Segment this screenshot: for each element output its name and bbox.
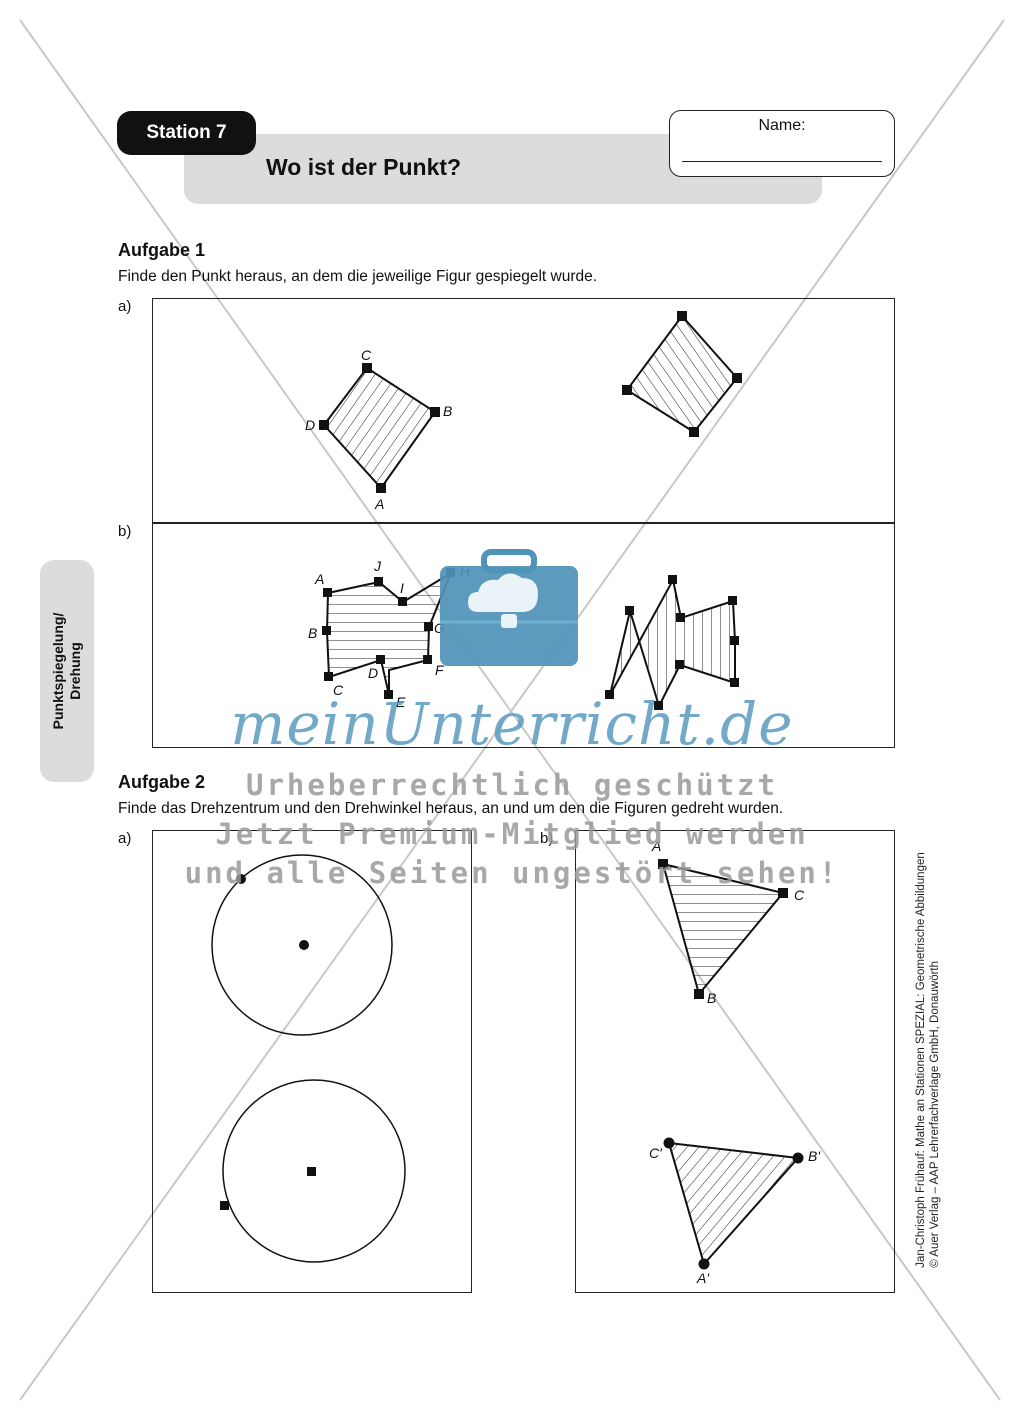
image-vertex-2 — [677, 311, 687, 321]
name-box: Name: — [669, 110, 895, 177]
station-label: Station 7 — [146, 122, 227, 143]
vertex-C — [362, 363, 372, 373]
vertex-B-prime — [792, 1152, 804, 1164]
vertex-B — [694, 989, 704, 999]
polygon-original — [325, 570, 454, 696]
label-E: E — [396, 694, 406, 710]
label-C: C — [361, 347, 372, 363]
task2-a-frame — [152, 830, 472, 1293]
station-badge: Station 7 — [117, 111, 256, 155]
task1-instruction: Finde den Punkt heraus, an dem die jewei… — [118, 268, 598, 285]
label-B: B — [443, 403, 452, 419]
credit-line2: © Auer Verlag – AAP Lehrerfachverlage Gm… — [929, 960, 941, 1268]
briefcase-cloud-icon — [440, 549, 578, 666]
vertex-A-prime — [698, 1258, 710, 1270]
task1-a-figures: A B C D — [305, 311, 742, 512]
label-B: B — [308, 625, 317, 641]
label-G: G — [434, 620, 445, 636]
task1-title: Aufgabe 1 — [118, 240, 206, 260]
watermark-line3: und alle Seiten ungestört sehen! — [184, 856, 840, 890]
quad-original — [322, 366, 437, 490]
vertex-C — [778, 888, 788, 898]
label-A: A — [374, 496, 384, 512]
watermark-line2: Jetzt Premium-Mitglied werden — [215, 817, 809, 851]
circle-bottom — [222, 1079, 406, 1263]
task2-title: Aufgabe 2 — [118, 772, 206, 792]
vertex-A — [376, 483, 386, 493]
task2-b-figures: A B C A' B' C' — [649, 838, 821, 1286]
vertex-D — [319, 420, 329, 430]
name-write-line[interactable] — [682, 161, 882, 162]
label-C: C — [333, 682, 344, 698]
task2-instruction: Finde das Drehzentrum und den Drehwinkel… — [118, 800, 784, 817]
label-A: A — [314, 571, 324, 587]
copyright-credit: Jan-Christoph Frühauf: Mathe an Statione… — [914, 852, 942, 1268]
watermark-logo: meinUnterricht.de — [230, 690, 794, 758]
task2-a-figures — [211, 854, 406, 1263]
task1-part-a-label: a) — [118, 298, 132, 315]
label-D: D — [368, 665, 378, 681]
circle-top — [211, 854, 393, 1036]
page-title: Wo ist der Punkt? — [266, 154, 462, 180]
name-label: Name: — [758, 117, 806, 134]
label-C: C — [794, 887, 805, 903]
label-F: F — [435, 662, 445, 678]
image-vertex-4 — [689, 427, 699, 437]
side-tab — [40, 560, 94, 782]
task1-part-b-label: b) — [118, 523, 132, 540]
polygon-image — [609, 577, 736, 709]
vertex-C-prime — [663, 1137, 675, 1149]
circle-bottom-point — [220, 1201, 229, 1210]
vertex-A — [658, 859, 668, 869]
circle-top-center — [299, 940, 309, 950]
circle-top-point — [236, 874, 246, 884]
watermark-line1: Urheberrechtlich geschützt — [246, 768, 778, 802]
label-B: B — [707, 990, 716, 1006]
label-C-prime: C' — [649, 1145, 663, 1161]
triangle-original — [661, 862, 785, 997]
quad-image — [625, 314, 739, 434]
label-A: A — [651, 838, 661, 854]
task1-a-frame: A B C D — [152, 298, 895, 524]
circle-bottom-center — [307, 1167, 316, 1176]
task2-part-a-label: a) — [118, 830, 132, 847]
image-vertex-3 — [732, 373, 742, 383]
image-vertex-1 — [622, 385, 632, 395]
task2-b-frame: A B C A' B' C' — [575, 830, 895, 1293]
vertex-B — [430, 407, 440, 417]
label-A-prime: A' — [696, 1270, 710, 1286]
label-J: J — [373, 558, 382, 574]
credit-line1: Jan-Christoph Frühauf: Mathe an Statione… — [915, 852, 927, 1268]
label-I: I — [400, 580, 404, 596]
task2-part-b-label: b) — [540, 830, 554, 847]
label-B-prime: B' — [808, 1148, 821, 1164]
label-D: D — [305, 417, 315, 433]
triangle-image — [667, 1141, 801, 1267]
